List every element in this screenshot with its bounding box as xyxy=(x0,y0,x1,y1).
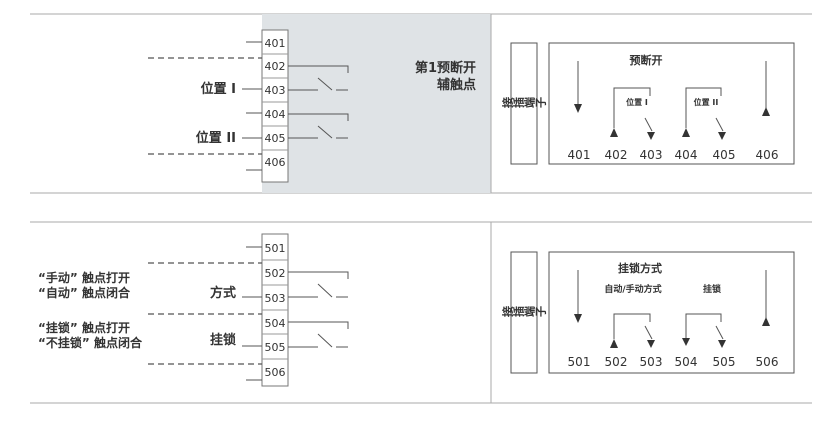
top-num-402: 402 xyxy=(605,148,628,162)
bottom-num-503: 503 xyxy=(640,355,663,369)
top-contact-box xyxy=(548,42,795,165)
aux-contact-title-1: 第1预断开 xyxy=(415,60,476,76)
position-2-label: 位置 II xyxy=(196,130,236,146)
terminal-503: 503 xyxy=(265,292,286,305)
terminal-504: 504 xyxy=(265,317,286,330)
bottom-num-501: 501 xyxy=(568,355,591,369)
bottom-contact-box xyxy=(548,251,795,374)
position-1-label: 位置 I xyxy=(201,81,236,97)
bottom-num-505: 505 xyxy=(713,355,736,369)
top-num-406: 406 xyxy=(756,148,779,162)
terminal-404: 404 xyxy=(265,108,286,121)
bottom-num-506: 506 xyxy=(756,355,779,369)
top-shaded-area xyxy=(262,14,491,193)
terminal-406: 406 xyxy=(265,156,286,169)
bottom-contact-symbols xyxy=(574,270,770,348)
top-box-title: 预断开 xyxy=(630,53,663,67)
top-terminal-strip xyxy=(261,29,289,183)
terminal-505: 505 xyxy=(265,341,286,354)
top-switch-pos1-label: 位置 I xyxy=(626,97,648,107)
top-num-405: 405 xyxy=(713,148,736,162)
terminal-403: 403 xyxy=(265,84,286,97)
terminal-402: 402 xyxy=(265,60,286,73)
lock-open-label: “挂锁” 触点打开 xyxy=(38,320,130,335)
top-contact-switches xyxy=(288,65,349,139)
bottom-num-504: 504 xyxy=(675,355,698,369)
manual-open-label: “手动” 触点打开 xyxy=(38,270,130,285)
top-switch-pos2-label: 位置 II xyxy=(694,97,719,107)
bottom-box-title: 挂锁方式 xyxy=(618,261,662,275)
top-left-wires xyxy=(148,41,262,171)
terminal-502: 502 xyxy=(265,267,286,280)
aux-contact-title-2: 辅触点 xyxy=(437,77,476,93)
bottom-plug-terminal-label: 接插端子 xyxy=(501,306,547,319)
mode-label: 方式 xyxy=(210,285,236,301)
bottom-contact-switches xyxy=(288,271,349,348)
bottom-plug-terminal-box xyxy=(510,251,538,374)
unlock-close-label: “不挂锁” 触点闭合 xyxy=(38,335,143,350)
top-num-404: 404 xyxy=(675,148,698,162)
top-plug-terminal-box xyxy=(510,42,538,165)
terminal-401: 401 xyxy=(265,37,286,50)
bottom-left-wires xyxy=(148,246,262,381)
top-contact-symbols xyxy=(574,61,770,140)
lock-label: 挂锁 xyxy=(210,332,236,348)
auto-close-label: “自动” 触点闭合 xyxy=(38,285,131,300)
top-num-403: 403 xyxy=(640,148,663,162)
terminal-405: 405 xyxy=(265,132,286,145)
terminal-501: 501 xyxy=(265,242,286,255)
terminal-506: 506 xyxy=(265,366,286,379)
auto-manual-switch-label: 自动/手动方式 xyxy=(604,283,661,295)
top-num-401: 401 xyxy=(568,148,591,162)
bottom-num-502: 502 xyxy=(605,355,628,369)
top-plug-terminal-label: 接插端子 xyxy=(501,97,547,110)
lock-switch-label: 挂锁 xyxy=(703,283,721,295)
